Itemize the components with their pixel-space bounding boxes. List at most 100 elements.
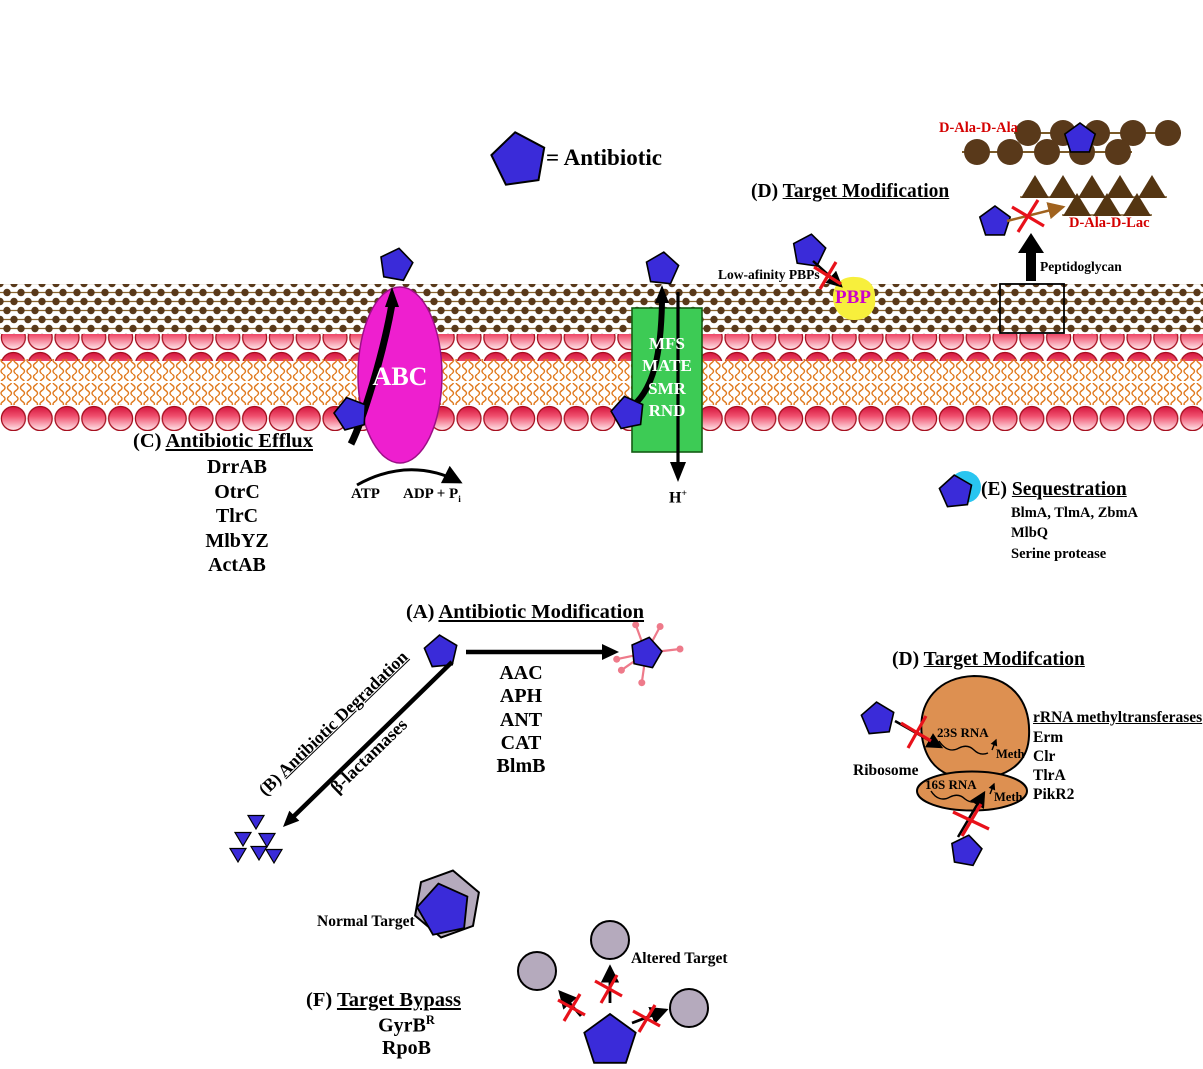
antibiotic-pentagon [792,233,827,267]
transporter-family: SMR [648,378,686,398]
antibiotic-degradation [228,660,454,865]
red-cross-icon [952,803,990,837]
resistance-superscript: R [425,1013,435,1027]
gyrb-label: GyrBR [369,1013,444,1038]
low-affinity-pbps-label: Low-afinity PBPs [718,267,820,282]
altered-target-circle [669,988,709,1028]
section-title: Antibiotic Modification [438,601,645,623]
modification-enzyme: APH [499,685,543,708]
bypass-header: (F) Target Bypass [306,989,461,1013]
meth-label: Meth [994,790,1023,804]
red-cross-icon [557,974,661,1033]
antibiotic-pentagon [380,247,414,282]
atp-label: ATP [351,486,380,502]
methyltransferase: TlrA [1033,767,1066,784]
efflux-pump: TlrC [215,505,259,527]
ribosome-modification-header: (D) Target Modifcation [892,649,1085,671]
sequestration-protein: BlmA, TlmA, ZbmA [1011,505,1139,521]
section-prefix: (D) [751,181,779,202]
methyltransferase-title: rRNA methyltransferases [1033,709,1203,726]
antibiotic-pentagon [645,251,680,285]
secondary-transporter-body [631,307,703,453]
modification-enzyme: ANT [499,708,543,731]
methyltransferase: Clr [1033,748,1056,765]
antibiotic-pentagon [490,131,546,186]
mfs-mate-smr-rnd-transporter [610,251,703,482]
degradation-arrow [290,660,454,820]
modification-header: (A) Antibiotic Modification [406,601,644,625]
ribosome-label: Ribosome [853,762,919,779]
proton-influx-arrowhead [670,462,686,482]
transporter-family: RND [648,401,686,421]
antibiotic-pentagon [951,834,983,867]
red-cross-icon [1011,199,1045,233]
legend [490,131,546,186]
sequestration-protein: MlbQ [1011,525,1049,542]
methyltransferase: PikR2 [1033,786,1075,803]
adp-text: ADP + P [403,486,459,502]
proton-symbol: H [668,489,682,507]
lipid-head-row-top [0,334,1203,361]
efflux-pump: OtrC [214,480,260,503]
rpob-label: RpoB [382,1037,431,1059]
altered-target-circle [517,951,557,991]
antibiotic-pentagon [423,634,458,668]
section-title: Sequestration [1011,479,1127,500]
methyltransferase: Erm [1033,729,1064,746]
abc-efflux-pump [333,247,463,487]
d-ala-d-ala-label: D-Ala-D-Ala [939,120,1018,136]
target-bypass [414,869,709,1064]
antibiotic-pentagon [610,395,644,430]
d-ala-d-lac-label: D-Ala-D-Lac [1069,215,1150,231]
pbp-label: PBP [835,287,871,308]
lipid-tails-lower [0,383,1203,405]
methyltransferase-list: Erm Clr TlrA PikR2 [1033,728,1074,804]
atp-hydrolysis-arrow [356,465,463,487]
antibiotic-pentagon [583,1012,637,1064]
antibiotic-modification [423,621,684,687]
section-prefix: (E) [981,479,1007,500]
peptidoglycan-label: Peptidoglycan [1040,259,1122,274]
sequestration-header: (E) Sequestration [981,479,1127,501]
binding-blocked-arrow [1006,202,1066,223]
peptidoglycan-layer [0,284,1203,334]
modification-arrowhead [602,644,619,660]
ribosome-modification [860,674,1031,867]
section-title: Target Bypass [336,989,461,1011]
altered-target-label: Altered Target [631,950,728,967]
transporter-family: MATE [642,356,692,376]
sequestration [938,471,981,508]
d-ala-d-lac-chain [1063,193,1151,216]
proton-label: H+ [665,488,691,508]
sequestration-protein: Serine protease [1011,545,1107,562]
antibiotic-pentagon [860,701,895,735]
abc-transporter-body [357,286,443,464]
section-title: Antibiotic Efflux [165,430,313,452]
modification-enzyme: BlmB [496,755,546,778]
rna-23s-label: 23S RNA [937,725,989,740]
meth-label: Meth [996,747,1025,761]
efflux-pump: DrrAB [207,456,267,478]
efflux-header: (C) Antibiotic Efflux [133,430,313,454]
section-prefix: (D) [892,649,920,670]
modified-antibiotic [613,621,684,687]
efflux-pump: ActAB [208,554,266,576]
antibiotic-pentagon [415,882,469,936]
lipid-head-row-bottom [0,404,1203,431]
rna-23s-squiggle [938,740,989,755]
methylation-tick [990,738,998,751]
normal-target-label: Normal Target [317,913,415,930]
adduct-dots [613,621,684,687]
d-ala-d-ala-chain [964,139,1131,165]
section-prefix: (A) [406,601,435,623]
antibiotic-pentagon [631,636,663,669]
proton-charge: + [681,488,688,499]
cell-membrane [0,283,1203,431]
d-ala-d-lac-chain [1021,175,1166,198]
pbp-protein-blob [832,276,876,321]
antibiotic-pentagon [333,396,367,431]
transporter-family-list: MFS MATE SMR RND [632,333,702,423]
section-title: Target Modifcation [923,649,1085,670]
